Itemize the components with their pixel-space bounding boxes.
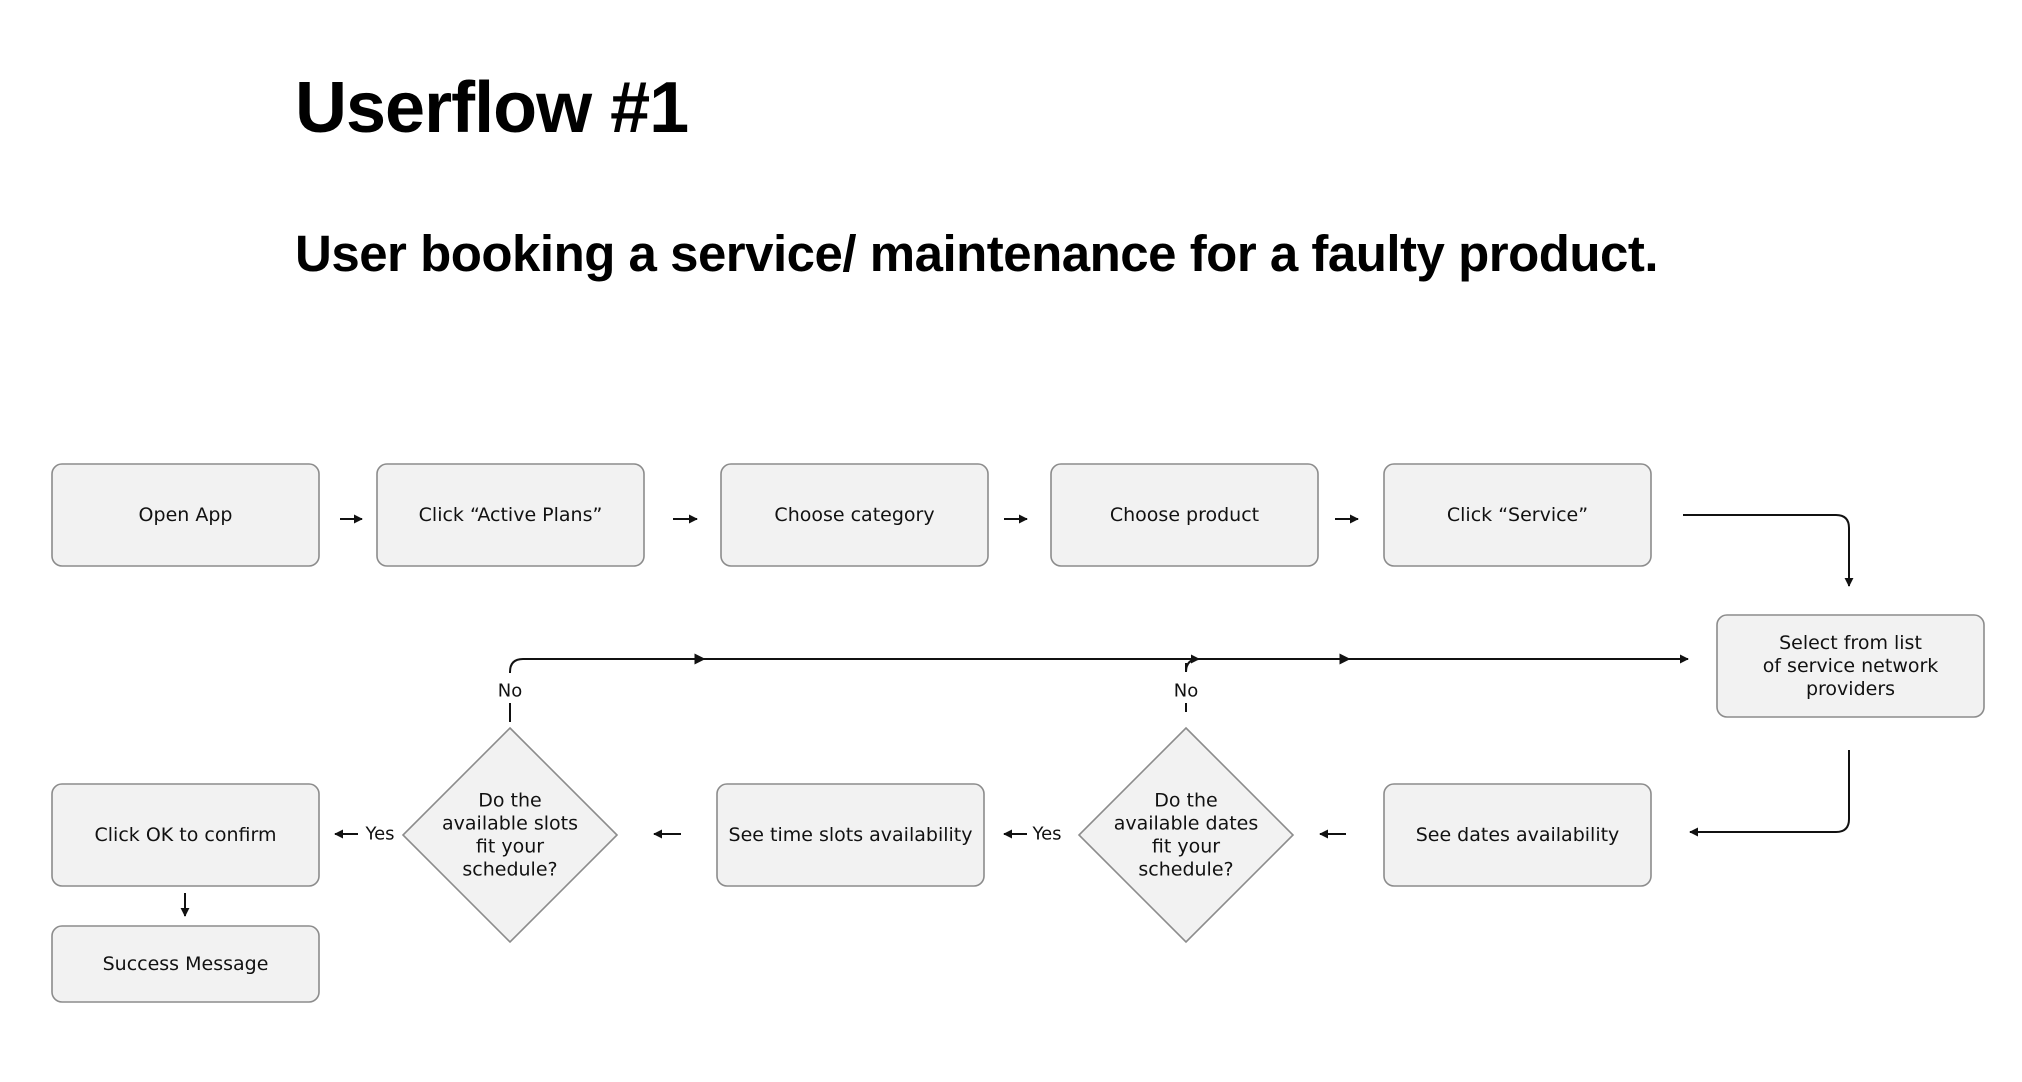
process-box: [1050, 463, 1319, 567]
edge-click-service-to-select-provider: [1683, 514, 1854, 587]
node-choose-category: Choose category: [720, 463, 989, 567]
edge-label: No: [498, 681, 522, 702]
node-label-line: Do the: [1154, 790, 1217, 812]
node-label-line: Choose category: [774, 504, 934, 526]
node-label-line: Choose product: [1110, 504, 1259, 526]
edge-label: Yes: [1031, 824, 1061, 845]
node-see-time-slots: See time slots availability: [716, 783, 985, 887]
nodes-layer: Open App Click “Active Plans” Choose categ…: [51, 463, 1985, 1003]
process-box: [1383, 783, 1652, 887]
edge-line: [1185, 659, 1688, 712]
node-label-line: fit your: [1152, 836, 1220, 858]
edge-dates-decision-to-select-provider: [1185, 659, 1688, 712]
node-open-app: Open App: [51, 463, 320, 567]
edges-layer: [180, 514, 1854, 917]
process-box: [720, 463, 989, 567]
node-success: Success Message: [51, 925, 320, 1003]
node-label-line: Click “Active Plans”: [419, 504, 603, 526]
node-label-line: See dates availability: [1416, 824, 1620, 846]
edge-line: [1683, 514, 1854, 587]
process-box: [1383, 463, 1652, 567]
edge-line: [509, 659, 1199, 722]
node-label-line: Open App: [139, 504, 233, 526]
node-label-line: of service network: [1763, 655, 1939, 677]
node-label-line: Do the: [478, 790, 541, 812]
node-click-ok: Click OK to confirm: [51, 783, 320, 887]
process-box: [376, 463, 645, 567]
page-title: Userflow #1: [295, 68, 689, 148]
process-box: [51, 463, 320, 567]
edge-line: [1689, 750, 1850, 837]
node-choose-product: Choose product: [1050, 463, 1319, 567]
decision-diamond: [401, 726, 619, 944]
process-box: [51, 783, 320, 887]
node-click-service: Click “Service”: [1383, 463, 1652, 567]
node-label-line: Select from list: [1779, 632, 1922, 654]
process-box: [51, 925, 320, 1003]
node-label-line: Click “Service”: [1447, 504, 1588, 526]
node-label-line: Click OK to confirm: [95, 824, 277, 846]
node-label-line: schedule?: [1138, 859, 1233, 881]
node-label-line: See time slots availability: [729, 824, 973, 846]
node-click-active-plans: Click “Active Plans”: [376, 463, 645, 567]
edge-slots-decision-to-select-provider: [509, 659, 1199, 722]
node-label-line: Success Message: [103, 953, 269, 975]
edge-label: No: [1174, 681, 1198, 702]
process-box: [1716, 614, 1985, 718]
node-label-line: providers: [1806, 678, 1895, 700]
node-label-line: fit your: [476, 836, 544, 858]
node-see-dates: See dates availability: [1383, 783, 1652, 887]
node-label-line: available slots: [442, 813, 578, 835]
process-box: [716, 783, 985, 887]
page-subtitle: User booking a service/ maintenance for …: [295, 225, 1659, 282]
decision-diamond: [1077, 726, 1295, 944]
edge-label: Yes: [364, 824, 394, 845]
edge-select-provider-to-see-dates: [1689, 750, 1850, 837]
node-label-line: available dates: [1114, 813, 1259, 835]
node-label-line: schedule?: [462, 859, 557, 881]
